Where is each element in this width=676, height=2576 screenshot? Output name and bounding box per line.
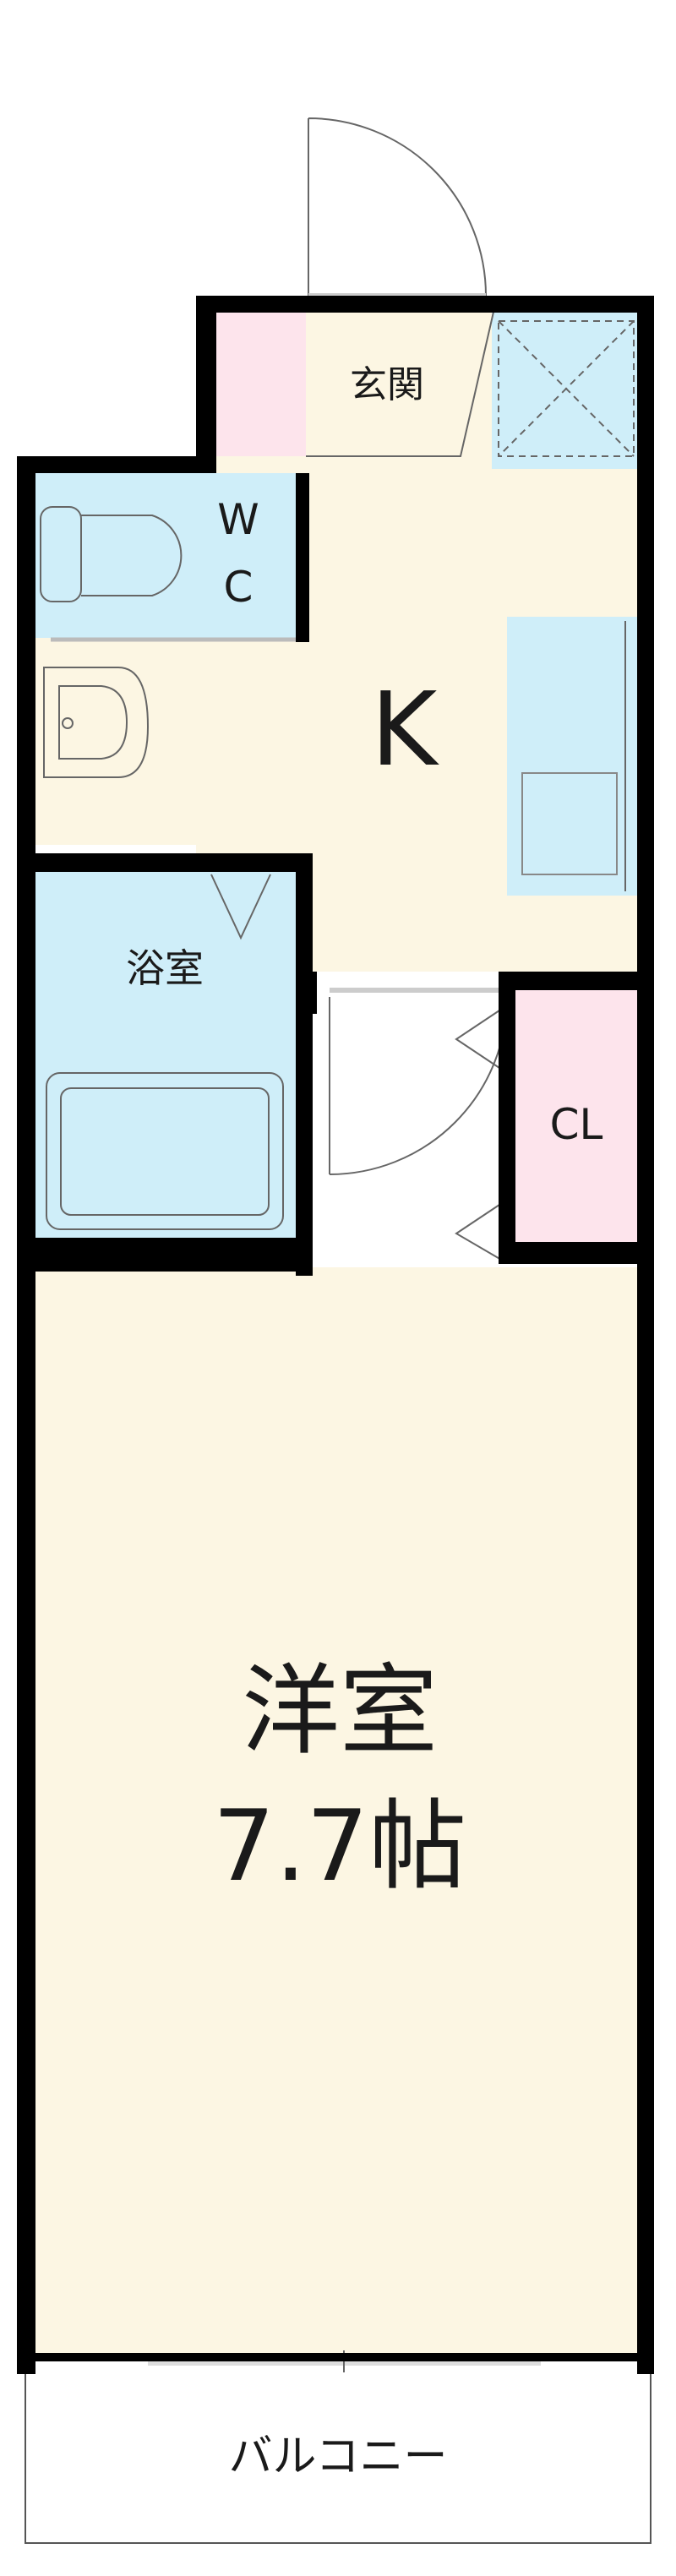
wall-wc-right — [296, 473, 309, 642]
labels: 玄関 W C K 浴室 CL 洋室 7.7帖 バルコニー — [126, 363, 603, 2482]
toilet-bowl-icon — [81, 515, 183, 596]
hallway-floor — [34, 625, 313, 845]
wall-left — [17, 456, 35, 2374]
wall-right — [637, 296, 654, 2374]
fridge-space-diagonal-2 — [498, 320, 635, 457]
genkan-step — [306, 308, 495, 457]
kitchen-sink-icon — [521, 772, 618, 875]
shoe-storage — [216, 296, 306, 456]
fridge-space-outline — [498, 320, 635, 457]
wc-label-w: W — [217, 495, 259, 544]
wall-step — [17, 456, 216, 473]
closet-door-lower-icon — [455, 1199, 508, 1264]
basin-drain-icon — [62, 717, 74, 729]
western-room-size: 7.7帖 — [213, 1789, 466, 1903]
closet-floor — [515, 984, 637, 1242]
bathtub-inner — [60, 1087, 270, 1216]
wall-hall-right — [300, 972, 317, 1014]
wash-basin-icon — [43, 667, 150, 778]
bath-label: 浴室 — [126, 945, 204, 991]
wall-bath-right — [296, 853, 313, 1276]
bath-door-icon — [210, 874, 271, 940]
western-room-label: 洋室 — [242, 1654, 438, 1768]
wash-bowl-icon — [58, 685, 128, 760]
wall-left-top — [196, 296, 216, 465]
genkan-label: 玄関 — [350, 363, 424, 406]
bathtub-icon — [46, 1072, 284, 1230]
wall-bath-bottom — [34, 1238, 313, 1272]
wall-bath-top — [34, 853, 313, 872]
toilet-tank-icon — [40, 506, 82, 602]
balcony-railing — [25, 2370, 651, 2544]
wall-top — [196, 296, 642, 313]
sink-counter — [507, 617, 637, 896]
western-room-floor — [34, 1267, 637, 2357]
wall-closet-top — [499, 972, 651, 990]
closet-door-upper-icon — [455, 1005, 508, 1074]
wall-closet-left — [499, 972, 515, 1259]
wc-floor — [34, 473, 296, 638]
closet-label: CL — [550, 1100, 603, 1149]
entrance-door-icon — [308, 117, 487, 297]
floor-areas — [34, 296, 641, 2357]
wall-bottom — [17, 2353, 654, 2361]
wall-closet-bottom — [499, 1242, 651, 1264]
kitchen-label: K — [371, 672, 440, 789]
bath-floor — [34, 858, 296, 1238]
walls — [17, 296, 654, 2374]
wc-label-c: C — [224, 563, 254, 612]
balcony-label: バルコニー — [229, 2432, 448, 2482]
genkan-floor — [306, 296, 483, 456]
